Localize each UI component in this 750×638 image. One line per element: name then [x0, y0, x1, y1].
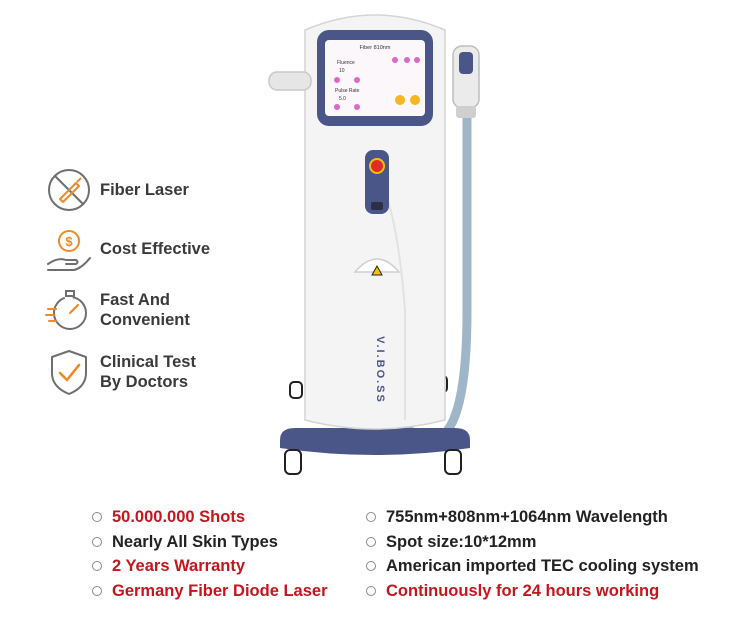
- feature-label: Cost Effective: [100, 240, 211, 258]
- spec-item: Germany Fiber Diode Laser: [92, 579, 328, 604]
- feature-clinical-test: Clinical Test By Doctors: [44, 347, 196, 397]
- feature-label-line2: By Doctors: [100, 373, 189, 391]
- screen-param1-value: 10: [339, 68, 345, 74]
- feature-label: Fiber Laser: [100, 181, 189, 199]
- spec-text: Continuously for 24 hours working: [386, 581, 660, 600]
- feature-cost-effective: $ Cost Effective: [44, 224, 210, 274]
- specs-left-list: 50.000.000 Shots Nearly All Skin Types 2…: [92, 505, 328, 603]
- spec-item: Spot size:10*12mm: [366, 530, 699, 555]
- spec-text: Nearly All Skin Types: [112, 532, 278, 551]
- bullet-circle-icon: [92, 561, 102, 572]
- spec-text: American imported TEC cooling system: [386, 557, 699, 575]
- screen-title: Fiber 810nm: [360, 45, 391, 51]
- spec-item: Nearly All Skin Types: [92, 530, 328, 555]
- spec-item: 2 Years Warranty: [92, 554, 328, 579]
- spec-text: Germany Fiber Diode Laser: [112, 581, 328, 600]
- bullet-circle-icon: [92, 585, 102, 596]
- bullet-circle-icon: [366, 561, 376, 572]
- spec-item: 755nm+808nm+1064nm Wavelength: [366, 505, 699, 530]
- shield-check-icon: [44, 347, 94, 397]
- feature-fast-convenient: Fast And Convenient: [44, 285, 190, 335]
- bullet-circle-icon: [366, 536, 376, 547]
- fiber-laser-icon: [44, 165, 94, 215]
- bullet-circle-icon: [92, 536, 102, 547]
- body-brand-text: V.I.BO.SS: [374, 336, 386, 404]
- feature-label: Fast And Convenient: [100, 290, 190, 330]
- feature-fiber-laser: Fiber Laser: [44, 165, 189, 215]
- spec-item: American imported TEC cooling system: [366, 554, 699, 579]
- spec-text: 50.000.000 Shots: [112, 508, 245, 526]
- feature-label: Clinical Test By Doctors: [100, 352, 196, 392]
- feature-label-line1: Clinical Test: [100, 353, 196, 371]
- spec-text: Spot size:10*12mm: [386, 532, 537, 551]
- screen-param2-label: Pulse Rate: [335, 88, 360, 94]
- spec-item: Continuously for 24 hours working: [366, 579, 699, 604]
- bullet-circle-icon: [366, 512, 376, 523]
- bullet-circle-icon: [366, 585, 376, 596]
- screen-param2-value: 5.0: [339, 96, 346, 102]
- spec-text: 2 Years Warranty: [112, 557, 245, 575]
- specs-right-list: 755nm+808nm+1064nm Wavelength Spot size:…: [366, 505, 699, 603]
- screen-param1-label: Fluence: [337, 60, 355, 66]
- spec-item: 50.000.000 Shots: [92, 505, 328, 530]
- feature-label-line1: Fast And: [100, 291, 170, 309]
- laser-machine-image: Fiber 810nm Fluence 10 Pulse Rate 5.0 V.…: [268, 14, 480, 475]
- svg-text:$: $: [65, 234, 73, 249]
- bullet-circle-icon: [92, 512, 102, 523]
- cost-effective-icon: $: [44, 224, 94, 274]
- spec-text: 755nm+808nm+1064nm Wavelength: [386, 508, 668, 526]
- feature-label-line2: Convenient: [100, 311, 190, 329]
- stopwatch-icon: [44, 285, 94, 335]
